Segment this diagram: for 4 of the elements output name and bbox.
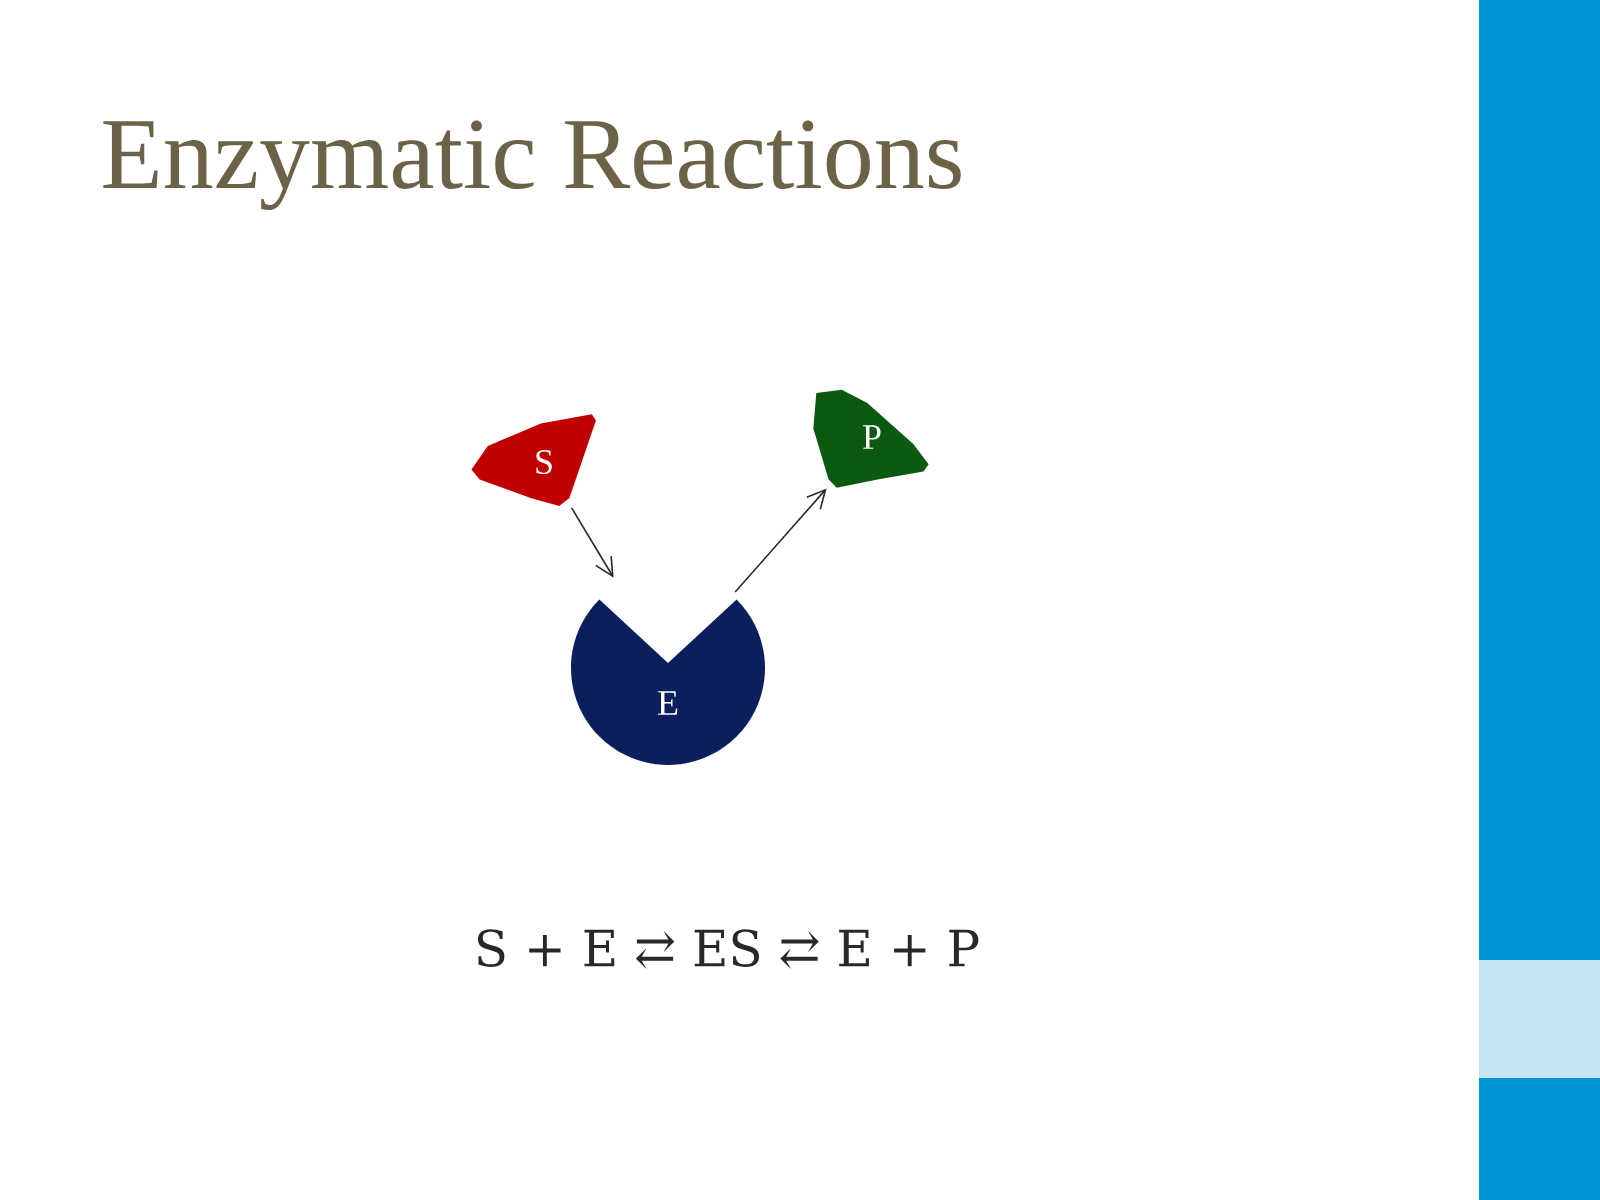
title: Enzymatic Reactions [103, 120, 961, 211]
arrow [570, 507, 614, 578]
arrow [734, 488, 827, 593]
equation: S + E ⇄ ES ⇄ E + P [478, 929, 979, 969]
